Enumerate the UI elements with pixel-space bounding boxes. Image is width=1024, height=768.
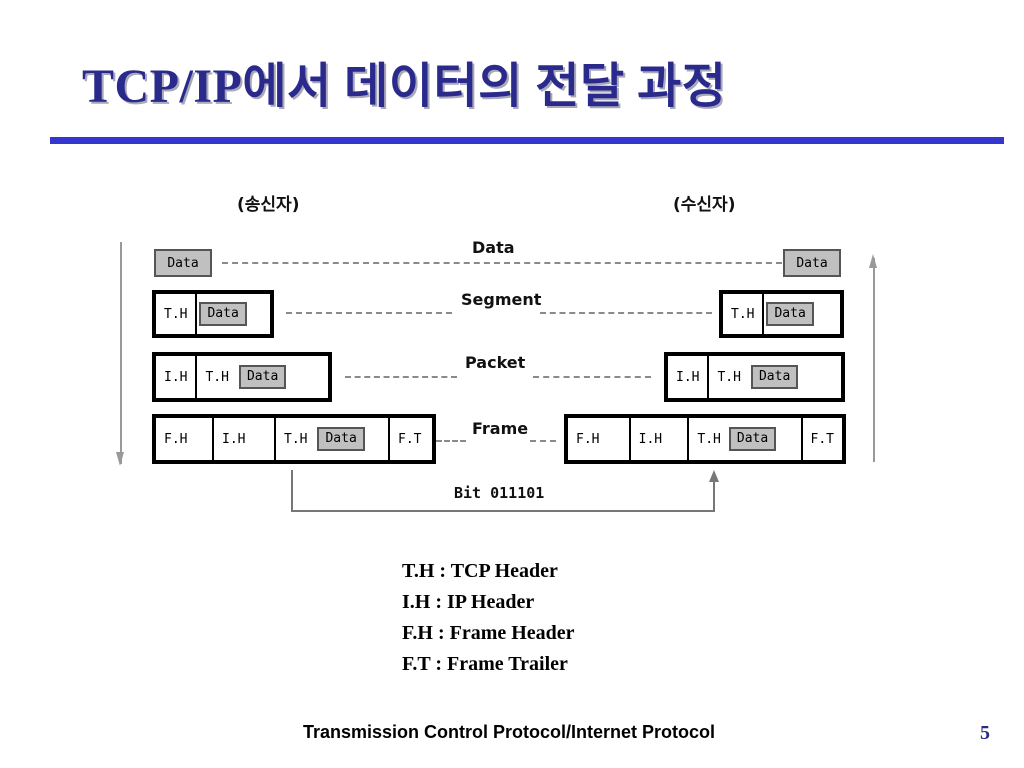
receiver-label: (수신자) [673,195,736,215]
receiver-data: Data [783,249,841,277]
tcp-header-cell: T.H [156,294,198,334]
sender-down-line [120,242,122,464]
title-underline [50,137,1004,144]
ip-header-cell: I.H [156,356,198,398]
data-connector [222,262,782,264]
legend-item-tcp-header: T.H : TCP Header [402,560,558,582]
tcp-header-cell: T.H [717,369,741,385]
ip-header-cell: I.H [668,356,710,398]
legend-item-ip-header: I.H : IP Header [402,591,535,613]
packet-connector-right [533,376,651,378]
layer-label-frame: Frame [472,419,529,438]
slide-title: TCP/IP에서 데이터의 전달 과정 [82,60,727,113]
packet-connector-left [345,376,457,378]
receiver-packet: I.H T.H Data [664,352,845,402]
tcp-header-cell: T.H [205,369,229,385]
frame-header-cell: F.H [156,418,214,460]
page-number: 5 [980,722,990,744]
frame-connector-left [436,440,466,442]
frame-trailer-cell: F.T [810,431,834,447]
legend-item-frame-trailer: F.T : Frame Trailer [402,653,568,675]
sender-segment: T.H Data [152,290,274,338]
data-cell: Data [237,356,294,398]
segment-connector-right [540,312,712,314]
layer-label-data: Data [472,238,515,257]
tcp-header-cell: T.H [723,294,765,334]
layer-label-packet: Packet [465,353,526,372]
sender-label: (송신자) [237,195,300,215]
segment-connector-left [286,312,452,314]
layer-label-segment: Segment [461,290,542,309]
sender-data: Data [154,249,212,277]
frame-trailer-cell: F.T [398,431,422,447]
frame-header-cell: F.H [568,418,631,460]
sender-packet: I.H T.H Data [152,352,332,402]
bit-label: Bit 011101 [454,484,545,502]
frame-connector-right [530,440,556,442]
data-cell: Data [197,294,254,334]
ip-header-cell: I.H [631,418,690,460]
receiver-up-arrowhead [869,254,877,268]
footer-text: Transmission Control Protocol/Internet P… [303,722,716,742]
ip-header-cell: I.H [214,418,276,460]
legend: T.H : TCP Header I.H : IP Header F.H : F… [402,556,575,680]
sender-down-arrowhead [116,452,124,466]
data-cell: Data [764,294,821,334]
data-cell: Data [749,356,806,398]
receiver-segment: T.H Data [719,290,844,338]
bit-transfer-line [291,470,715,512]
receiver-up-line [873,258,875,462]
bit-transfer-arrowhead [709,470,719,482]
legend-item-frame-header: F.H : Frame Header [402,622,575,644]
